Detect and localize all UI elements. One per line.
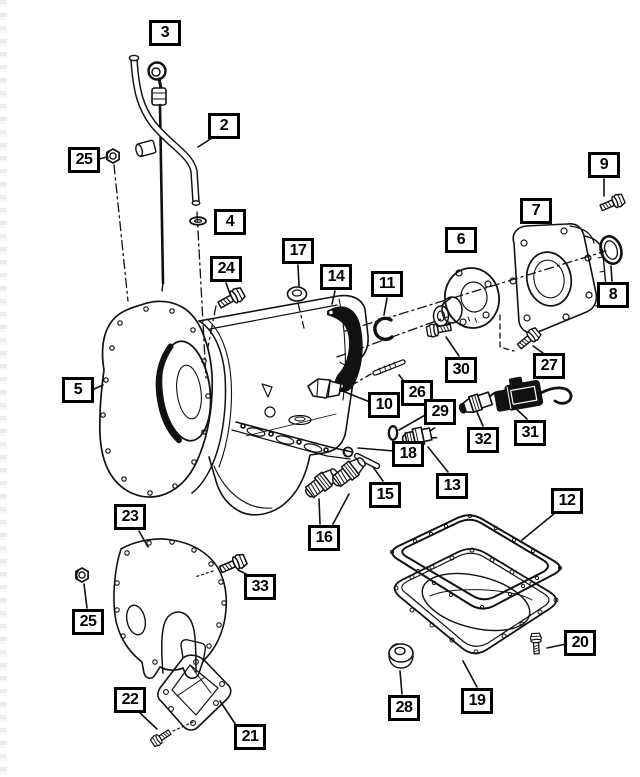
callout-4-o-ring: 4 xyxy=(214,209,246,235)
callout-12-pan-gasket: 12 xyxy=(551,488,583,514)
callout-number: 8 xyxy=(608,286,618,303)
callout-number: 26 xyxy=(408,384,426,401)
dipstick-icon xyxy=(147,61,167,292)
callout-number: 24 xyxy=(217,260,235,277)
callout-6-output-flange: 6 xyxy=(445,227,477,253)
callout-number: 4 xyxy=(225,213,235,230)
callout-number: 7 xyxy=(531,202,541,219)
callout-27-hex-bolt: 27 xyxy=(533,353,565,379)
callout-number: 20 xyxy=(571,634,589,651)
callout-29-o-ring: 29 xyxy=(424,399,456,425)
oring4-icon xyxy=(189,216,207,226)
callout-number: 12 xyxy=(558,492,576,509)
pan-gasket-icon xyxy=(389,513,563,610)
callout-5-transmission-case: 5 xyxy=(62,377,94,403)
sender-icon xyxy=(458,391,496,414)
callout-number: 18 xyxy=(399,445,417,462)
stud-icon xyxy=(372,359,406,376)
callout-number: 21 xyxy=(241,728,259,745)
nut-upper-icon xyxy=(105,148,120,164)
callout-8-oil-seal: 8 xyxy=(597,282,629,308)
callout-number: 31 xyxy=(521,424,539,441)
oil-pan-icon xyxy=(393,547,559,655)
callout-7-adapter-housing: 7 xyxy=(520,198,552,224)
oring29-icon xyxy=(387,425,399,441)
callout-15-pin: 15 xyxy=(369,482,401,508)
callout-number: 16 xyxy=(315,529,333,546)
callout-number: 6 xyxy=(456,231,466,248)
callout-number: 25 xyxy=(75,151,93,168)
nut-lower-icon xyxy=(75,567,89,583)
bolt33-icon xyxy=(217,551,249,577)
callout-28-grommet: 28 xyxy=(388,695,420,721)
adapter-housing-icon xyxy=(509,223,607,334)
callout-number: 2 xyxy=(219,117,229,134)
callout-20-hex-bolt: 20 xyxy=(564,630,596,656)
callout-number: 17 xyxy=(289,242,307,259)
callout-number: 25 xyxy=(79,613,97,630)
callout-17-grommet: 17 xyxy=(282,238,314,264)
callout-25-hex-nut: 25 xyxy=(68,147,100,173)
support-bracket-icon xyxy=(157,639,232,731)
filler-tube-icon xyxy=(128,54,201,206)
callout-19-oil-pan: 19 xyxy=(461,688,493,714)
callout-13-speed-sensor: 13 xyxy=(436,473,468,499)
callout-11-snap-ring: 11 xyxy=(371,271,403,297)
callout-23-spacer-plate: 23 xyxy=(114,504,146,530)
callout-number: 19 xyxy=(468,692,486,709)
callout-number: 32 xyxy=(474,431,492,448)
callout-number: 9 xyxy=(599,156,609,173)
callout-3-dipstick: 3 xyxy=(149,20,181,46)
callout-number: 27 xyxy=(540,357,558,374)
output-flange-icon xyxy=(432,267,500,329)
callout-22-hex-bolt: 22 xyxy=(114,687,146,713)
callout-16-pressure-switch: 16 xyxy=(308,525,340,551)
callout-number: 30 xyxy=(452,361,470,378)
bolt9-icon xyxy=(597,191,627,215)
bolt24-icon xyxy=(215,285,248,313)
callout-33-hex-bolt: 33 xyxy=(244,574,276,600)
callout-25-hex-nut: 25 xyxy=(72,609,104,635)
detent-ball-icon xyxy=(342,446,354,458)
callout-24-hex-bolt: 24 xyxy=(210,256,242,282)
callout-number: 5 xyxy=(73,381,83,398)
scan-edge-texture xyxy=(0,0,7,777)
callout-14-extension-gasket: 14 xyxy=(320,264,352,290)
callout-30-hex-bolt: 30 xyxy=(445,357,477,383)
callout-number: 15 xyxy=(376,486,394,503)
callout-31-solenoid: 31 xyxy=(514,420,546,446)
callout-number: 13 xyxy=(443,477,461,494)
callout-number: 11 xyxy=(379,275,395,292)
callout-number: 23 xyxy=(121,508,139,525)
callout-18-seal-ring: 18 xyxy=(392,441,424,467)
bolt27-icon xyxy=(514,325,543,353)
callout-2-filler-tube: 2 xyxy=(208,113,240,139)
callout-number: 10 xyxy=(375,396,393,413)
callout-9-hex-bolt: 9 xyxy=(588,152,620,178)
callout-21-support-bracket: 21 xyxy=(234,724,266,750)
hex-plug-icon xyxy=(307,378,342,399)
spacer-plate-icon xyxy=(113,538,228,679)
callout-number: 33 xyxy=(251,578,269,595)
bolt33-axis-line xyxy=(194,570,214,578)
grommet17-icon xyxy=(286,286,308,302)
bolt22-icon xyxy=(148,726,174,749)
oil-seal-icon xyxy=(599,235,623,265)
callout-32-sensor: 32 xyxy=(467,427,499,453)
projection-corner-line xyxy=(499,314,515,352)
callout-number: 14 xyxy=(327,268,345,285)
grommet-icon xyxy=(388,643,414,669)
callout-number: 29 xyxy=(431,403,449,420)
callout-number: 3 xyxy=(160,24,170,41)
callout-10-hex-plug: 10 xyxy=(368,392,400,418)
snap-ring-icon xyxy=(373,316,394,342)
callout-number: 28 xyxy=(395,699,413,716)
bolt20-icon xyxy=(529,632,543,655)
callout-number: 22 xyxy=(121,691,139,708)
solenoid-icon xyxy=(494,376,573,412)
